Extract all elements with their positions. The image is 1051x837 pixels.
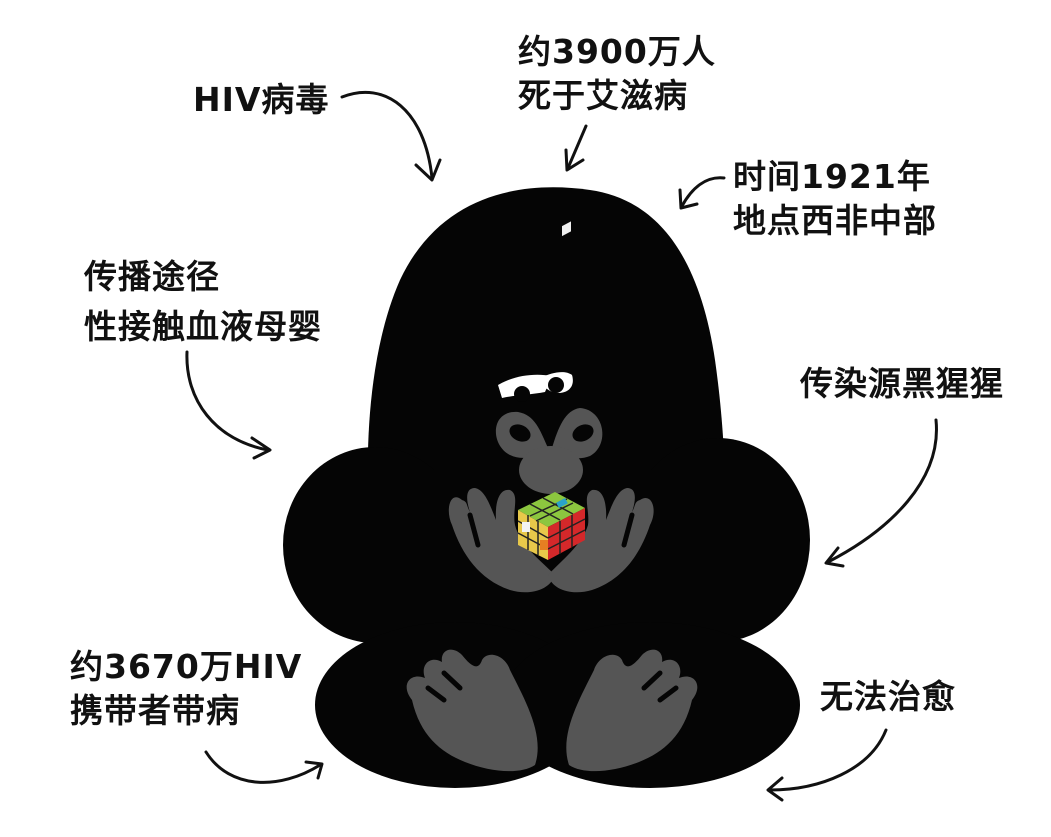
annotation-origin: 时间1921年 地点西非中部	[733, 155, 937, 243]
arrow-transmission-icon	[185, 350, 272, 460]
arrow-cure-icon	[766, 728, 888, 802]
annotation-line: 时间1921年	[733, 157, 931, 196]
annotation-line: 无法治愈	[820, 677, 956, 716]
annotation-cure: 无法治愈	[820, 675, 956, 719]
annotation-line: 传染源黑猩猩	[800, 364, 1004, 403]
annotation-line: 约3900万人	[518, 32, 716, 71]
gorilla-lower-hands	[406, 649, 698, 772]
annotation-line: 死于艾滋病	[518, 76, 688, 115]
nostril-holes	[509, 424, 594, 442]
annotation-virus: HIV病毒	[193, 78, 329, 122]
annotation-line: 传播途径	[84, 257, 220, 296]
gorilla-upper-hands	[448, 488, 654, 593]
annotation-transmission: 传播途径 性接触血液母婴	[84, 252, 322, 352]
gorilla-eyes	[498, 372, 573, 402]
annotation-line: 约3670万HIV	[70, 647, 303, 686]
annotation-deaths: 约3900万人 死于艾滋病	[518, 30, 716, 118]
finger-gaps	[425, 512, 679, 703]
rubiks-cube	[517, 221, 586, 560]
arrow-origin-icon	[678, 176, 726, 210]
annotation-source: 传染源黑猩猩	[800, 362, 1004, 406]
annotation-line: HIV病毒	[193, 80, 330, 119]
annotation-line: 性接触血液母婴	[84, 307, 322, 346]
arrow-virus-icon	[340, 90, 442, 182]
annotation-line: 地点西非中部	[733, 201, 937, 240]
annotation-line: 携带者带病	[70, 691, 240, 730]
arrow-carriers-icon	[204, 750, 324, 784]
arrow-deaths-icon	[564, 124, 588, 172]
arrow-source-icon	[824, 418, 938, 568]
annotation-carriers: 约3670万HIV 携带者带病	[70, 645, 302, 733]
